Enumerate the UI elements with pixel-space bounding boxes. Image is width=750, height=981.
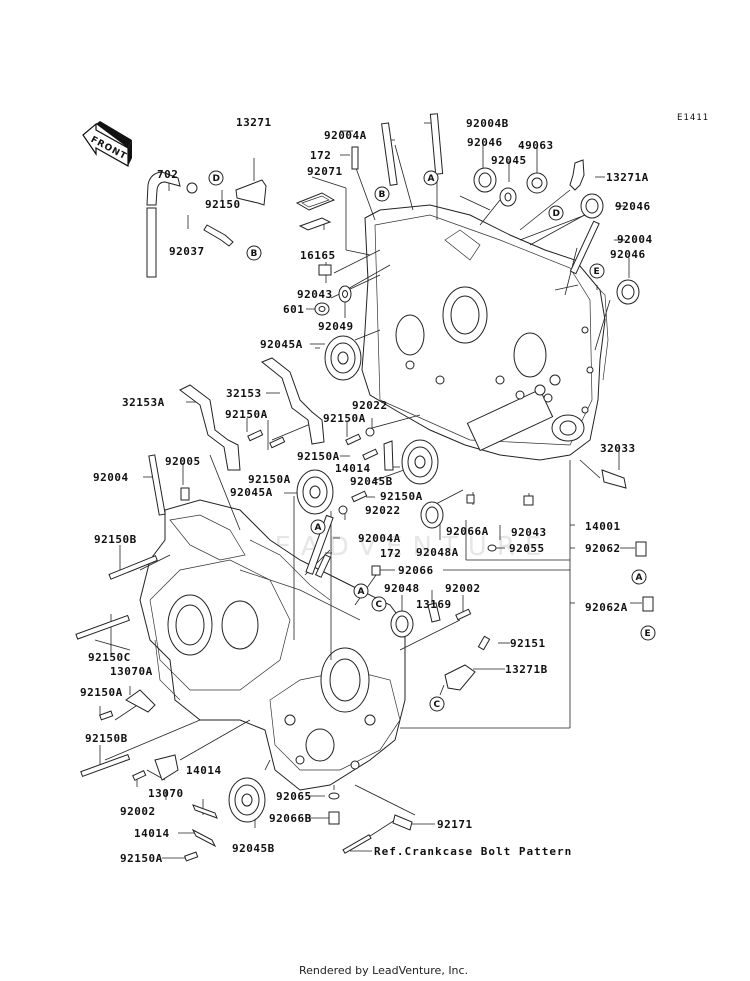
diagram-code: E1411 bbox=[677, 113, 709, 123]
svg-text:A: A bbox=[358, 587, 365, 597]
callout-d-1: D bbox=[208, 170, 224, 186]
part-label-13271: 13271 bbox=[236, 116, 272, 129]
part-label-92045b-mid: 92045B bbox=[350, 475, 393, 488]
part-label-92046-a: 92046 bbox=[467, 136, 503, 149]
part-label-702: 702 bbox=[157, 168, 178, 181]
part-label-16165: 16165 bbox=[300, 249, 336, 262]
svg-text:A: A bbox=[315, 523, 322, 533]
callout-a-3: A bbox=[353, 583, 369, 599]
part-label-172-mid: 172 bbox=[380, 547, 401, 560]
part-label-92022-top: 92022 bbox=[352, 399, 388, 412]
part-label-14014-mid: 14014 bbox=[335, 462, 371, 475]
part-label-92150a-3: 92150A bbox=[297, 450, 340, 463]
part-label-92150a-5: 92150A bbox=[380, 490, 423, 503]
part-label-32153: 32153 bbox=[226, 387, 262, 400]
callout-c-1: C bbox=[371, 596, 387, 612]
part-label-92037: 92037 bbox=[169, 245, 205, 258]
part-label-92045b-bot: 92045B bbox=[232, 842, 275, 855]
part-label-92150a-7: 92150A bbox=[120, 852, 163, 865]
svg-text:E: E bbox=[645, 629, 651, 639]
part-label-13169: 13169 bbox=[416, 598, 452, 611]
part-label-92150a-1: 92150A bbox=[225, 408, 268, 421]
part-label-92062a: 92062A bbox=[585, 601, 628, 614]
small-parts bbox=[75, 113, 654, 862]
part-label-92055: 92055 bbox=[509, 542, 545, 555]
part-label-92048: 92048 bbox=[384, 582, 420, 595]
part-label-49063: 49063 bbox=[518, 139, 554, 152]
lower-crankcase bbox=[139, 499, 406, 791]
part-label-92150b-bot: 92150B bbox=[85, 732, 128, 745]
part-label-13271a: 13271A bbox=[606, 171, 649, 184]
callout-c-2: C bbox=[429, 696, 445, 712]
part-label-92150: 92150 bbox=[205, 198, 241, 211]
upper-crankcase bbox=[361, 204, 609, 461]
part-label-92150c: 92150C bbox=[88, 651, 131, 664]
svg-text:C: C bbox=[434, 700, 441, 710]
part-label-92046-b: 92046 bbox=[615, 200, 651, 213]
part-label-92150a-2: 92150A bbox=[323, 412, 366, 425]
part-label-13271b: 13271B bbox=[505, 663, 548, 676]
part-label-92004a-top: 92004A bbox=[324, 129, 367, 142]
part-label-92150a-6: 92150A bbox=[80, 686, 123, 699]
svg-text:D: D bbox=[213, 174, 220, 184]
part-label-32033: 32033 bbox=[600, 442, 636, 455]
part-label-92043-mid: 92043 bbox=[511, 526, 547, 539]
footer-credit: Rendered by LeadVenture, Inc. bbox=[299, 964, 468, 977]
callout-a-4: A bbox=[631, 569, 647, 585]
part-label-92004-left: 92004 bbox=[93, 471, 129, 484]
callout-d-2: D bbox=[548, 205, 564, 221]
part-label-92002-right: 92002 bbox=[445, 582, 481, 595]
reference-note: Ref.Crankcase Bolt Pattern bbox=[374, 845, 572, 858]
part-label-92045a-mid: 92045A bbox=[230, 486, 273, 499]
part-label-92004b: 92004B bbox=[466, 117, 509, 130]
part-label-14001: 14001 bbox=[585, 520, 621, 533]
svg-text:A: A bbox=[636, 573, 643, 583]
callout-a-2: A bbox=[310, 519, 326, 535]
part-label-601: 601 bbox=[283, 303, 304, 316]
svg-text:C: C bbox=[376, 600, 383, 610]
part-label-172-top: 172 bbox=[310, 149, 331, 162]
part-label-92004a-mid: 92004A bbox=[358, 532, 401, 545]
part-label-92045a-top: 92045A bbox=[260, 338, 303, 351]
part-label-14014-b2: 14014 bbox=[134, 827, 170, 840]
part-label-92066a: 92066A bbox=[446, 525, 489, 538]
part-label-92005: 92005 bbox=[165, 455, 201, 468]
part-label-32153a: 32153A bbox=[122, 396, 165, 409]
part-label-92071: 92071 bbox=[307, 165, 343, 178]
part-label-92043-top: 92043 bbox=[297, 288, 333, 301]
svg-text:D: D bbox=[553, 209, 560, 219]
svg-text:A: A bbox=[428, 174, 435, 184]
part-label-92066b: 92066B bbox=[269, 812, 312, 825]
part-label-92066: 92066 bbox=[398, 564, 434, 577]
callout-a-1: A bbox=[423, 170, 439, 186]
part-label-92049: 92049 bbox=[318, 320, 354, 333]
part-label-13070: 13070 bbox=[148, 787, 184, 800]
part-label-13070a: 13070A bbox=[110, 665, 153, 678]
callout-b-2: B bbox=[374, 186, 390, 202]
part-label-92062: 92062 bbox=[585, 542, 621, 555]
part-label-92045: 92045 bbox=[491, 154, 527, 167]
svg-text:B: B bbox=[379, 190, 386, 200]
callout-e-1: E bbox=[589, 263, 605, 279]
part-label-92046-c: 92046 bbox=[610, 248, 646, 261]
part-label-92150a-4: 92150A bbox=[248, 473, 291, 486]
callout-b-1: B bbox=[246, 245, 262, 261]
front-arrow-icon: FRONT bbox=[82, 121, 132, 168]
part-label-92022-mid: 92022 bbox=[365, 504, 401, 517]
part-label-92048a: 92048A bbox=[416, 546, 459, 559]
part-label-92002-left: 92002 bbox=[120, 805, 156, 818]
callout-e-2: E bbox=[640, 625, 656, 641]
part-label-14014-b1: 14014 bbox=[186, 764, 222, 777]
svg-text:B: B bbox=[251, 249, 258, 259]
part-label-92151: 92151 bbox=[510, 637, 546, 650]
part-labels: 13271 702 92150 92037 172 92004A 92004B … bbox=[80, 116, 653, 865]
part-label-92150b-top: 92150B bbox=[94, 533, 137, 546]
svg-text:E: E bbox=[594, 267, 600, 277]
part-label-92171: 92171 bbox=[437, 818, 473, 831]
part-label-92004-right: 92004 bbox=[617, 233, 653, 246]
part-label-92065: 92065 bbox=[276, 790, 312, 803]
callout-circles: D B B A D E A A C A E C bbox=[208, 170, 656, 712]
